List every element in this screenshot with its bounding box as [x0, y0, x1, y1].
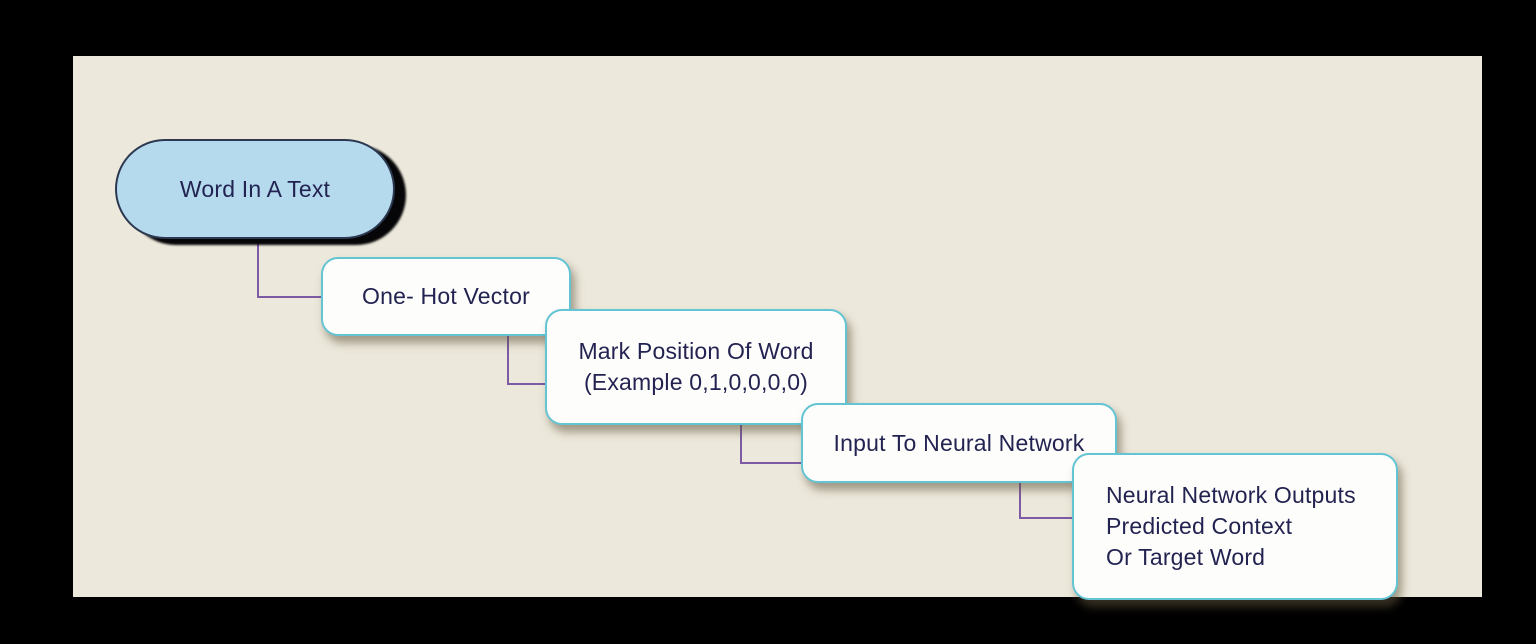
- node-word-in-a-text: Word In A Text: [115, 139, 395, 239]
- node-label: Word In A Text: [179, 175, 331, 202]
- node-label: Input To Neural Network: [833, 429, 1085, 456]
- node-mark-position-of-word: Mark Position Of Word (Example 0,1,0,0,0…: [545, 309, 847, 425]
- connector-word-to-onehot: [257, 239, 322, 298]
- node-label-line-1: Neural Network Outputs: [1106, 482, 1356, 508]
- connector-markposition-to-input: [740, 425, 802, 464]
- node-label-line-2: (Example 0,1,0,0,0,0): [583, 369, 809, 395]
- node-label-line-3: Or Target Word: [1106, 544, 1266, 570]
- connector-onehot-to-markposition: [507, 335, 546, 385]
- node-label-line-1: Mark Position Of Word: [578, 338, 814, 364]
- node-label: One- Hot Vector: [362, 283, 530, 309]
- node-neural-network-outputs: Neural Network Outputs Predicted Context…: [1072, 453, 1398, 600]
- node-label-line-2: Predicted Context: [1106, 513, 1293, 539]
- node-one-hot-vector: One- Hot Vector: [321, 257, 571, 336]
- connector-input-to-outputs: [1019, 483, 1073, 519]
- node-input-to-neural-network: Input To Neural Network: [801, 403, 1117, 483]
